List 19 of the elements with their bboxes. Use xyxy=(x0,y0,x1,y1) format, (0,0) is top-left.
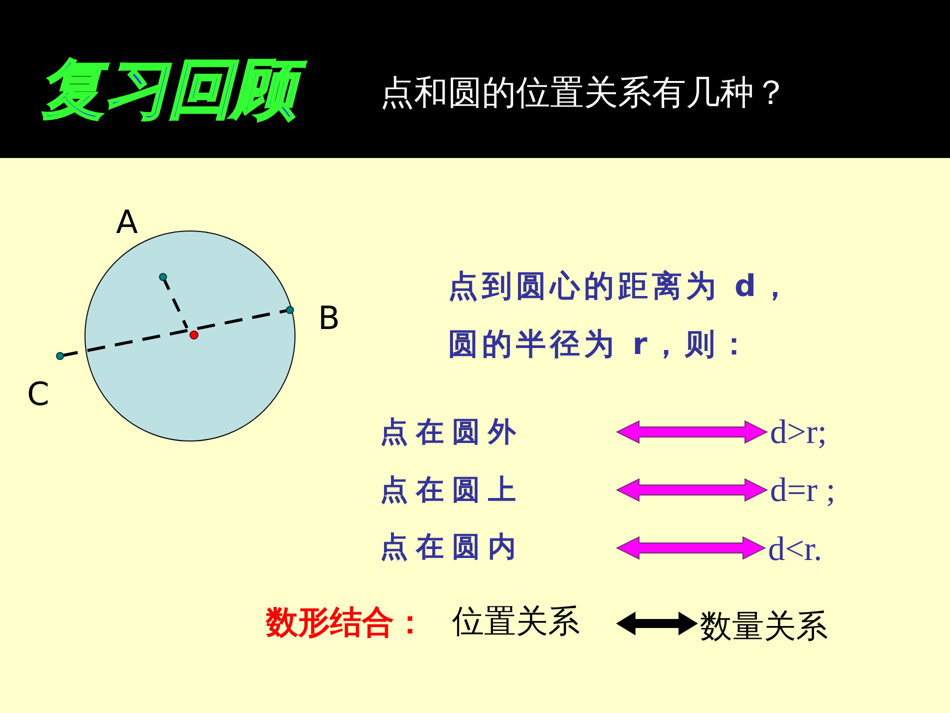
double-arrow xyxy=(616,478,768,502)
relation-text: 点在圆上 xyxy=(380,472,524,508)
relation-text: 位置关系 xyxy=(452,601,580,642)
condition-text: 点到圆心的距离为 d，圆的半径为 r，则： xyxy=(448,268,795,364)
double-arrow xyxy=(616,612,698,636)
slide-title: 点和圆的位置关系有几种？ xyxy=(380,72,788,115)
double-arrow xyxy=(616,536,766,560)
point-label: C xyxy=(27,378,50,410)
relation-text: d<r. xyxy=(768,530,822,570)
point-label: B xyxy=(318,302,341,334)
double-arrow xyxy=(616,420,768,444)
relation-text: 数量关系 xyxy=(700,606,828,647)
section-label: 数形结合： xyxy=(266,602,427,643)
section-heading: 复习回顾 xyxy=(40,58,330,122)
relation-text: 点在圆内 xyxy=(380,529,524,565)
relation-text: d>r; xyxy=(770,412,827,452)
relation-text: d=r ; xyxy=(770,470,836,510)
point-label: A xyxy=(116,206,139,238)
relation-text: 点在圆外 xyxy=(380,414,524,450)
